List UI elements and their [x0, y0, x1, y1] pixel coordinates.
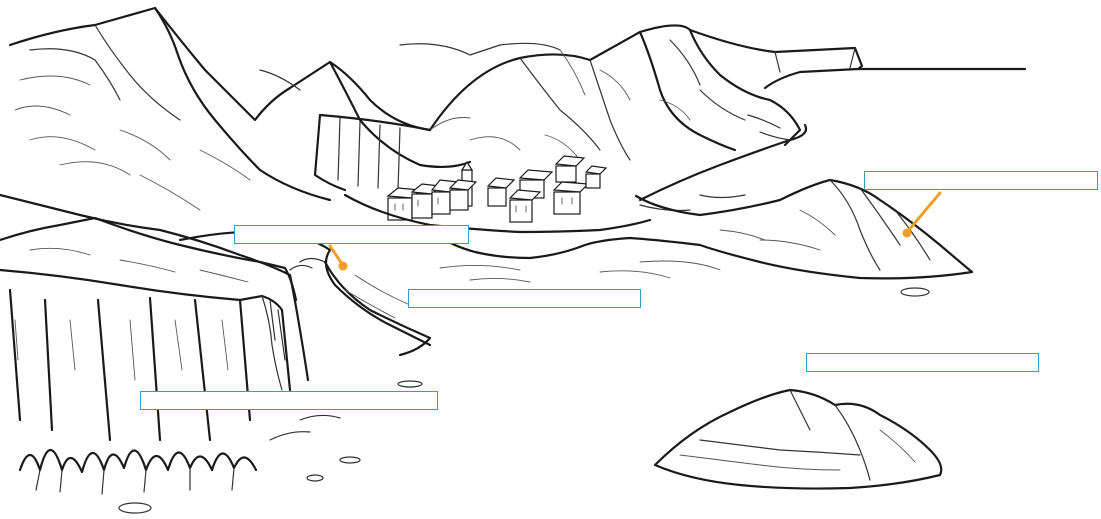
- house: [510, 190, 540, 222]
- house: [554, 182, 588, 214]
- pointer-bay: [330, 246, 348, 271]
- sea-rock: [655, 390, 941, 489]
- village-cliff: [315, 115, 430, 190]
- label-box-cliff[interactable]: [140, 391, 438, 410]
- house: [586, 166, 606, 188]
- house: [556, 156, 584, 182]
- label-box-bay[interactable]: [234, 225, 469, 244]
- label-box-beach[interactable]: [408, 289, 641, 308]
- far-headland: [690, 30, 862, 88]
- label-box-rock[interactable]: [806, 353, 1039, 372]
- label-box-island[interactable]: [864, 171, 1098, 190]
